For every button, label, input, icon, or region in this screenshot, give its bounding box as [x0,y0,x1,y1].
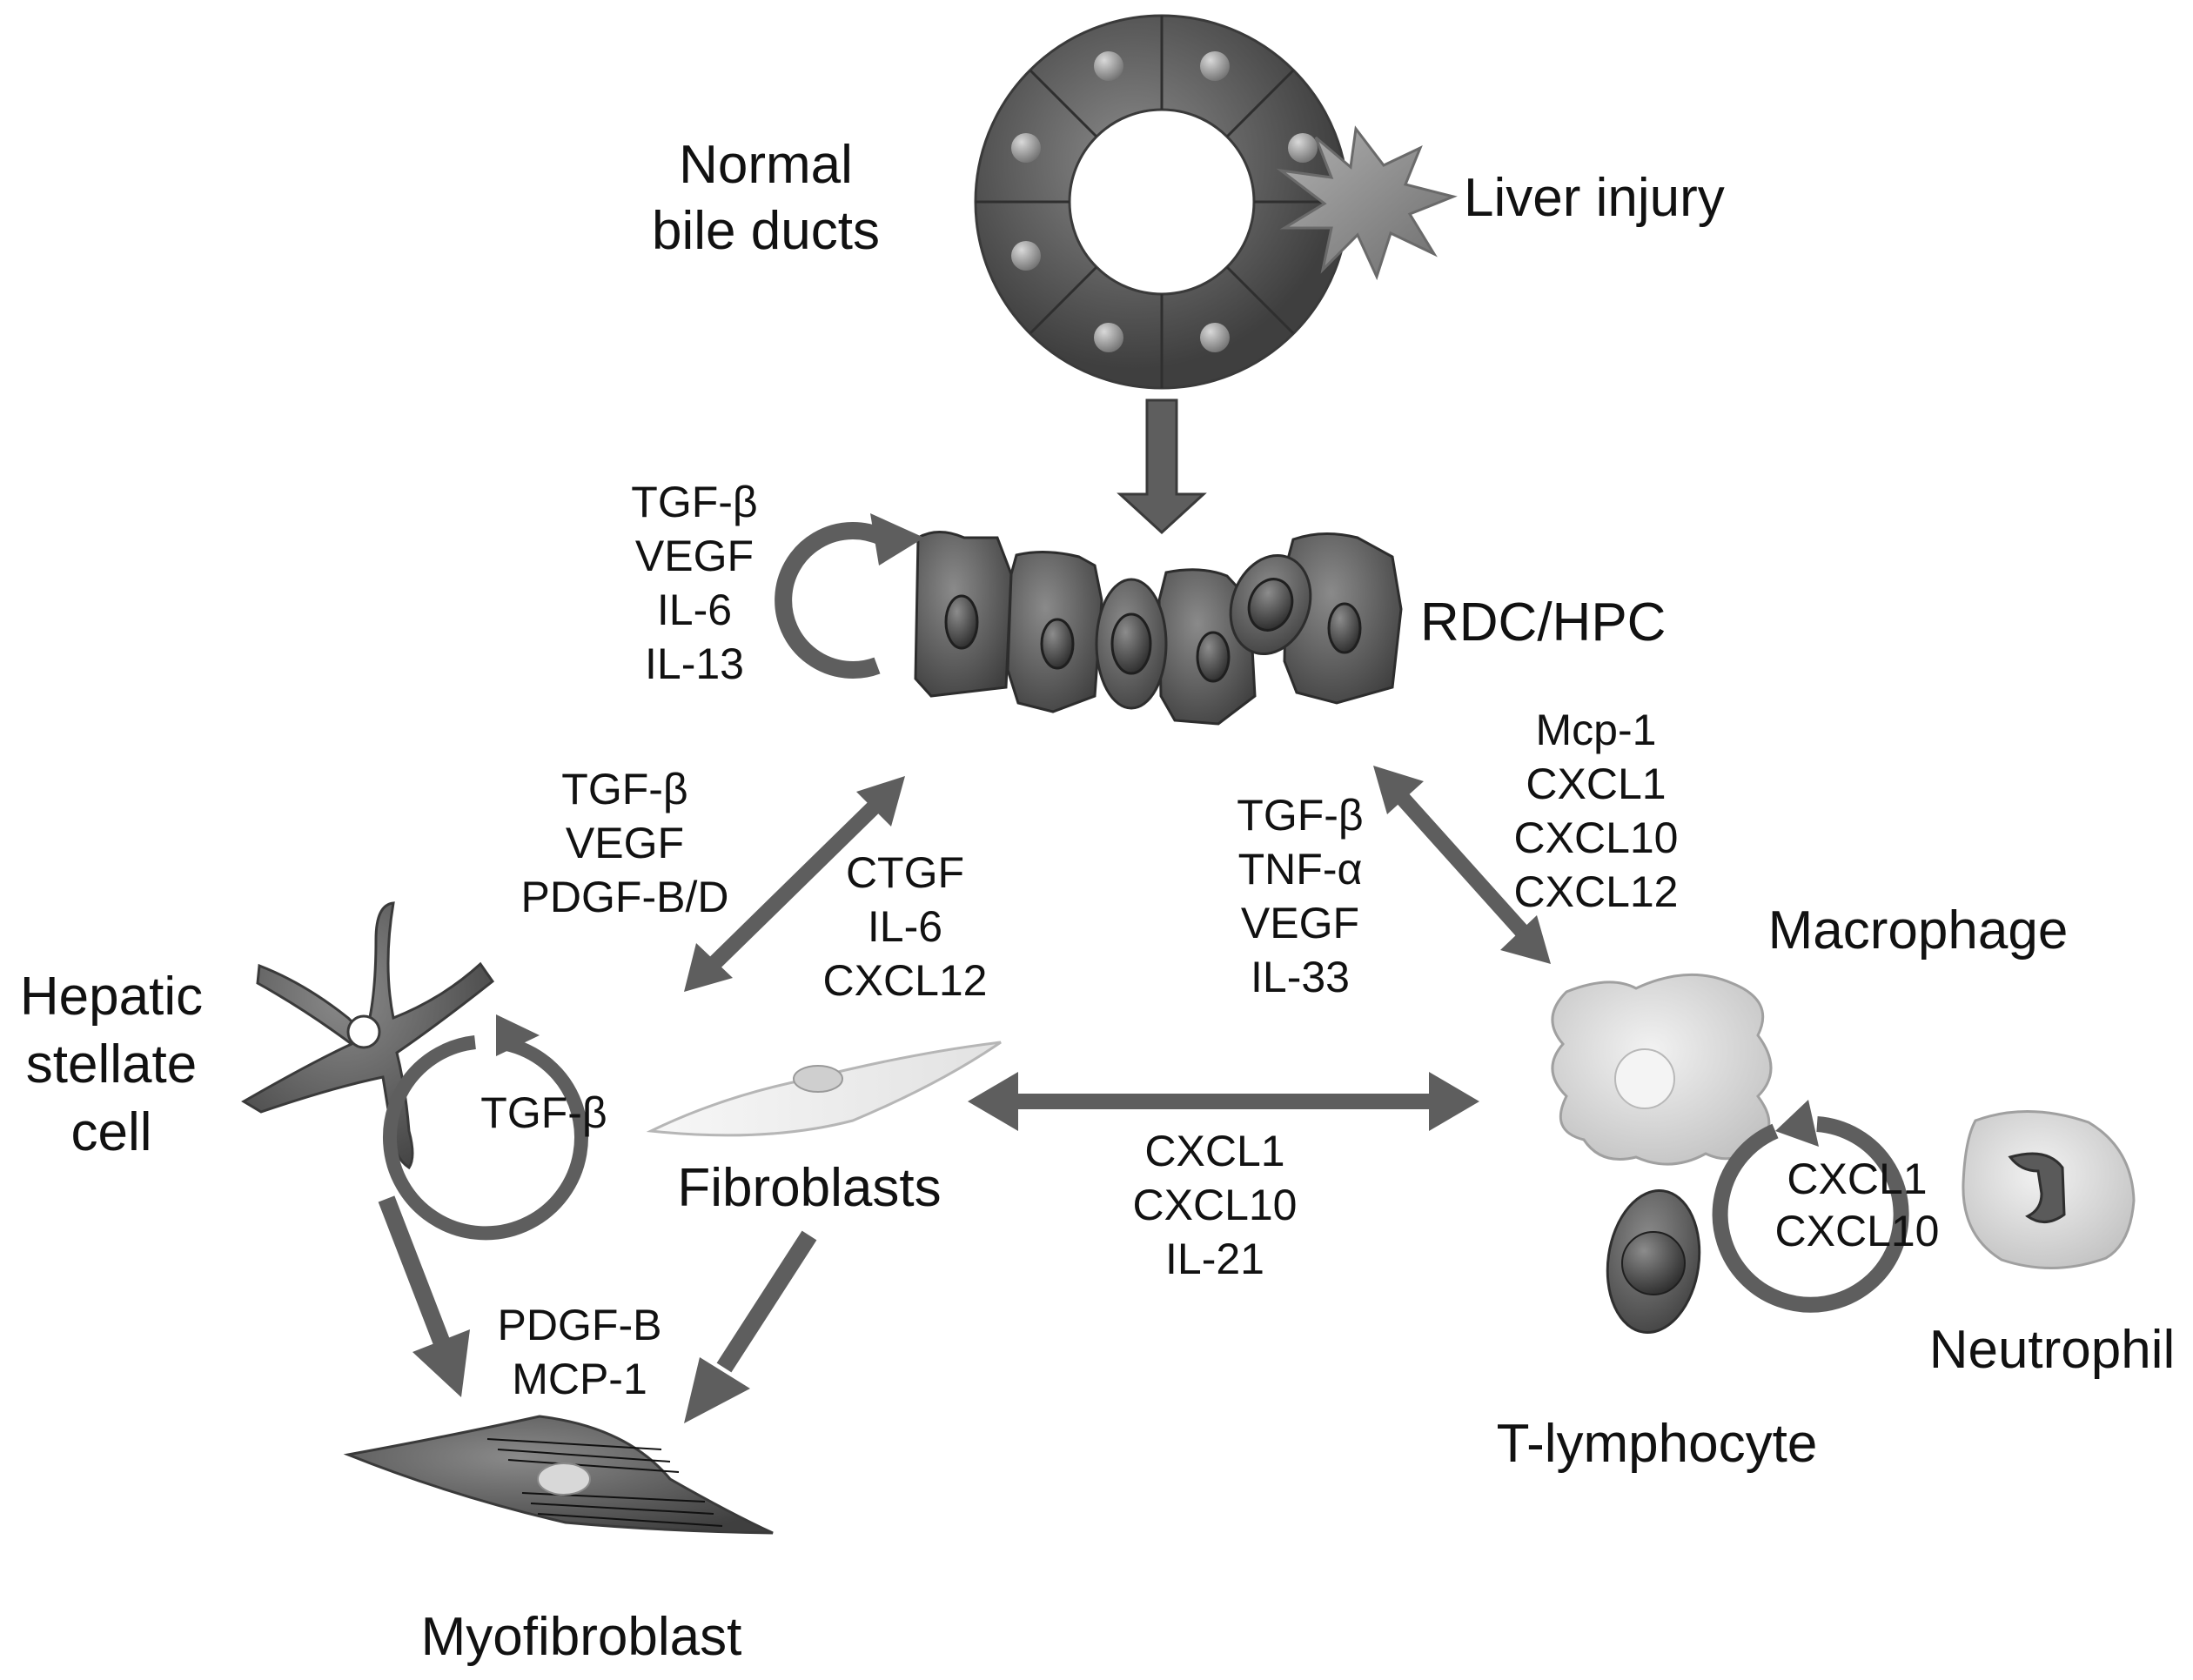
factor-to-stellate-1: TGF-β [561,765,687,813]
label-fibroblasts: Fibroblasts [677,1158,941,1218]
label-hepatic-line3: cell [70,1102,151,1162]
factor-immune-autocrine-1: CXCL1 [1787,1155,1927,1203]
factor-rdc-autocrine-4: IL-13 [645,639,744,688]
bile-duct-ring [974,14,1350,390]
immune-autocrine-loop [1712,1100,1909,1313]
factor-to-rdc-immune-3: VEGF [1241,899,1359,947]
factor-to-rdc-stellate-3: CXCL12 [823,956,988,1005]
factor-to-macrophage-1: Mcp-1 [1536,706,1657,754]
label-rdc-hpc: RDC/HPC [1420,592,1666,653]
factor-to-rdc-immune-4: IL-33 [1251,953,1350,1001]
factor-fibro-immune-1: CXCL1 [1144,1127,1284,1175]
factor-to-myofibroblast-1: PDGF-B [498,1301,662,1349]
label-neutrophil: Neutrophil [1929,1320,2176,1380]
arrow-stellate-to-myofibroblast [378,1195,470,1397]
factor-to-rdc-immune-1: TGF-β [1237,791,1363,840]
factor-rdc-autocrine-2: VEGF [635,532,754,580]
macrophage-cell [1551,973,1773,1166]
label-myofibroblast: Myofibroblast [421,1607,742,1667]
factor-to-stellate-2: VEGF [566,819,684,867]
rdc-autocrine-loop [775,513,924,679]
factor-rdc-autocrine-3: IL-6 [657,586,732,634]
hepatic-stellate-cell [241,901,495,1170]
factor-fibro-immune-2: CXCL10 [1133,1181,1298,1229]
liver-injury-star-icon [1276,125,1458,281]
arrow-rdc-stellate [684,776,905,992]
stellate-autocrine-loop [383,1014,588,1241]
factor-labels: TGF-β VEGF IL-6 IL-13 TGF-β VEGF PDGF-B/… [480,478,1939,1403]
arrow-rdc-macrophage [1373,766,1551,964]
factor-to-rdc-stellate-2: IL-6 [868,902,942,951]
factor-to-myofibroblast-2: MCP-1 [512,1355,647,1403]
factor-immune-autocrine-2: CXCL10 [1775,1207,1940,1255]
injury-down-arrow [1117,398,1207,535]
factor-to-rdc-immune-2: TNF-α [1238,845,1363,894]
fibroblast-cell [646,1041,1002,1137]
label-hepatic-line1: Hepatic [20,967,203,1027]
factor-fibro-immune-3: IL-21 [1165,1235,1264,1283]
neutrophil-cell [1962,1110,2136,1269]
label-hepatic-line2: stellate [26,1034,197,1094]
rdc-nuclei [944,578,1362,683]
arrow-fibroblast-macrophage [968,1072,1479,1131]
label-normal-bile-ducts-line1: Normal [679,135,853,195]
factor-to-rdc-stellate-1: CTGF [846,848,964,897]
duct-cell-dots [1011,51,1318,352]
label-macrophage: Macrophage [1768,900,2069,960]
myofibroblast-cell [343,1415,774,1535]
factor-to-macrophage-2: CXCL1 [1526,760,1666,808]
factor-to-macrophage-4: CXCL12 [1514,867,1679,916]
label-t-lymphocyte: T-lymphocyte [1497,1414,1818,1474]
cell-labels: Normal bile ducts Liver injury RDC/HPC H… [20,135,2175,1667]
factor-rdc-autocrine-1: TGF-β [631,478,757,526]
factor-to-stellate-3: PDGF-B/D [521,873,729,921]
label-normal-bile-ducts-line2: bile ducts [652,201,880,261]
label-liver-injury: Liver injury [1464,168,1725,228]
t-lymphocyte-cell [1606,1188,1701,1335]
factor-to-macrophage-3: CXCL10 [1514,813,1679,862]
arrow-fibroblast-to-myofibroblast [684,1230,817,1423]
factor-stellate-autocrine: TGF-β [480,1088,607,1137]
